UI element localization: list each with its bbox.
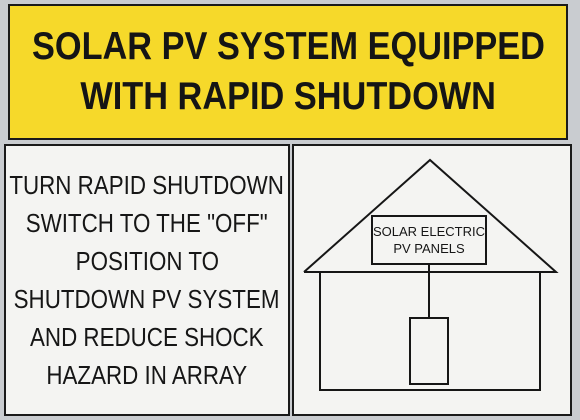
pv-panels-label: SOLAR ELECTRIC PV PANELS <box>372 216 486 264</box>
sign-header-line-2: WITH RAPID SHUTDOWN <box>80 75 496 118</box>
instruction-line: AND REDUCE SHOCK <box>30 322 264 352</box>
instruction-line: POSITION TO <box>75 246 219 276</box>
pv-panels-label-line-2: PV PANELS <box>393 241 465 256</box>
house-diagram <box>303 158 559 391</box>
instruction-line: SWITCH TO THE "OFF" <box>26 208 268 238</box>
sign-header-line-1: SOLAR PV SYSTEM EQUIPPED <box>31 25 545 68</box>
rapid-shutdown-switch-box <box>409 317 449 385</box>
sign-header-panel: SOLAR PV SYSTEM EQUIPPED WITH RAPID SHUT… <box>8 4 568 140</box>
instruction-line: TURN RAPID SHUTDOWN <box>9 170 285 200</box>
instruction-line: SHUTDOWN PV SYSTEM <box>14 284 280 314</box>
pv-panels-label-line-1: SOLAR ELECTRIC <box>373 224 485 239</box>
house-diagram-panel: SOLAR ELECTRIC PV PANELS <box>292 144 572 416</box>
instruction-line: HAZARD IN ARRAY <box>46 360 248 390</box>
instructions-panel: TURN RAPID SHUTDOWN SWITCH TO THE "OFF" … <box>4 144 290 416</box>
house-walls <box>319 272 541 391</box>
